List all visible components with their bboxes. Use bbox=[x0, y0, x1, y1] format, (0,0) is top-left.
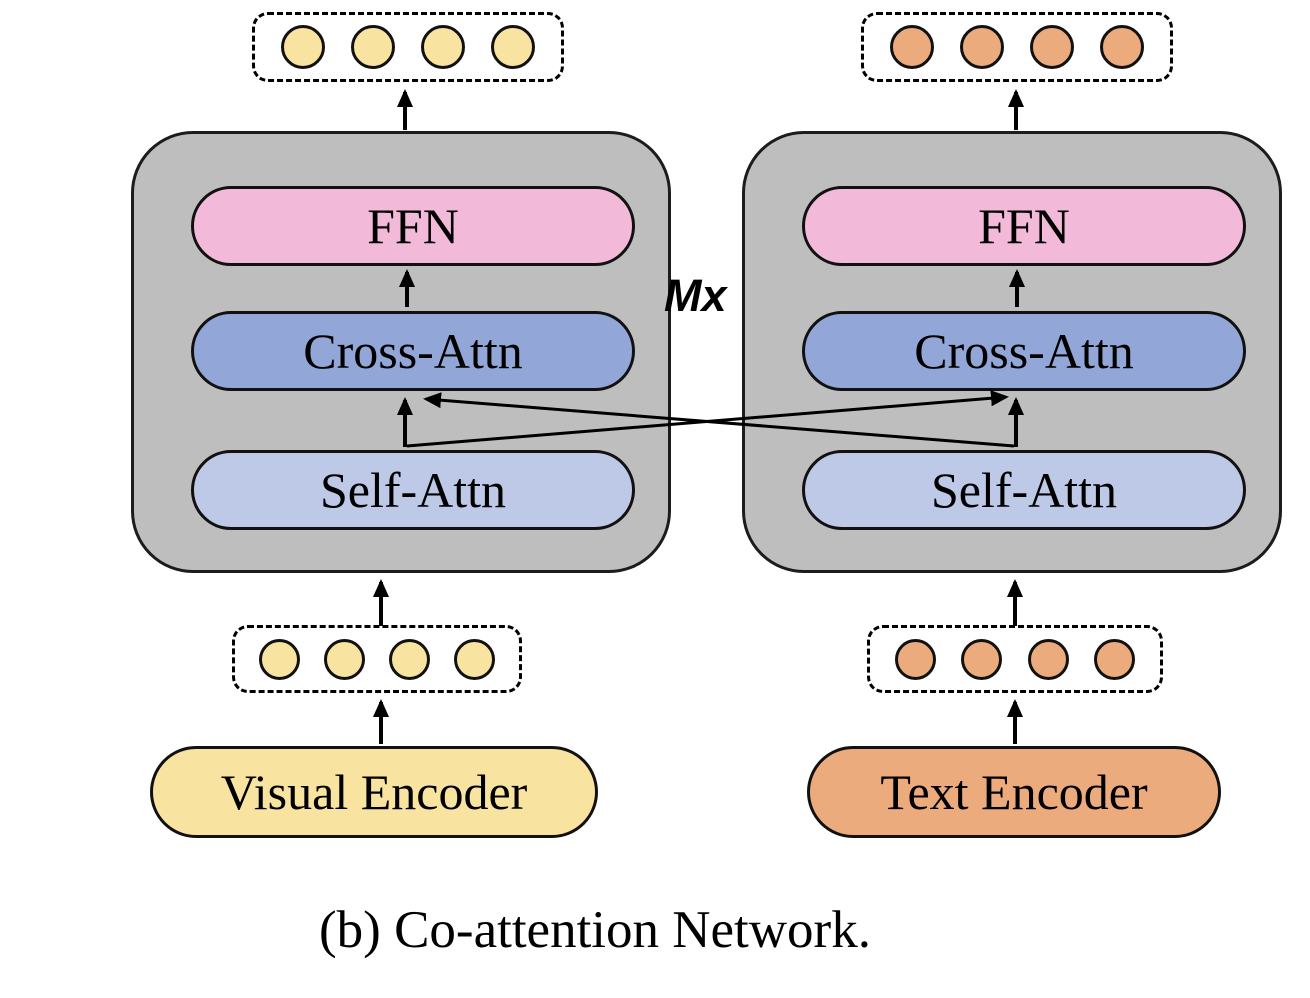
visual-output-tokens-box bbox=[252, 12, 564, 82]
visual-input-token-circle bbox=[324, 638, 365, 680]
text-output-token-circle bbox=[890, 25, 934, 69]
visual-encoder-label: Visual Encoder bbox=[220, 764, 528, 820]
visual-output-token-circle bbox=[421, 25, 465, 69]
visual-input-token-circle bbox=[259, 638, 300, 680]
text-input-token-circle bbox=[1027, 638, 1069, 680]
text-transformer-block: FFN Cross-Attn Self-Attn bbox=[742, 131, 1282, 573]
visual-ffn-layer: FFN bbox=[191, 186, 635, 266]
text-input-token-circle bbox=[961, 638, 1003, 680]
visual-output-token-circle bbox=[281, 25, 325, 69]
visual-self-attn-layer: Self-Attn bbox=[191, 450, 635, 530]
visual-cross-attn-label: Cross-Attn bbox=[303, 323, 523, 379]
visual-output-token-circle bbox=[351, 25, 395, 69]
text-output-token-circle bbox=[960, 25, 1004, 69]
layer-repeat-label: Mx bbox=[664, 270, 727, 321]
text-encoder-label: Text Encoder bbox=[880, 764, 1148, 820]
visual-encoder-box: Visual Encoder bbox=[150, 746, 598, 838]
visual-input-token-circle bbox=[389, 638, 430, 680]
text-input-token-circle bbox=[895, 638, 937, 680]
text-cross-attn-label: Cross-Attn bbox=[914, 323, 1134, 379]
visual-output-token-circle bbox=[491, 25, 535, 69]
text-ffn-layer: FFN bbox=[802, 186, 1246, 266]
visual-ffn-label: FFN bbox=[367, 198, 459, 254]
visual-self-attn-label: Self-Attn bbox=[319, 462, 507, 518]
text-self-attn-layer: Self-Attn bbox=[802, 450, 1246, 530]
text-output-token-circle bbox=[1100, 25, 1144, 69]
visual-input-tokens-box bbox=[232, 625, 522, 693]
figure-caption: (b) Co-attention Network. bbox=[319, 901, 871, 959]
text-output-tokens-box bbox=[861, 12, 1173, 82]
text-cross-attn-layer: Cross-Attn bbox=[802, 311, 1246, 391]
text-input-tokens-box bbox=[867, 625, 1163, 693]
text-output-token-circle bbox=[1030, 25, 1074, 69]
visual-transformer-block: FFN Cross-Attn Self-Attn bbox=[131, 131, 671, 573]
text-ffn-label: FFN bbox=[978, 198, 1070, 254]
visual-cross-attn-layer: Cross-Attn bbox=[191, 311, 635, 391]
text-input-token-circle bbox=[1093, 638, 1135, 680]
text-self-attn-label: Self-Attn bbox=[930, 462, 1118, 518]
visual-input-token-circle bbox=[454, 638, 495, 680]
text-encoder-box: Text Encoder bbox=[807, 746, 1221, 838]
